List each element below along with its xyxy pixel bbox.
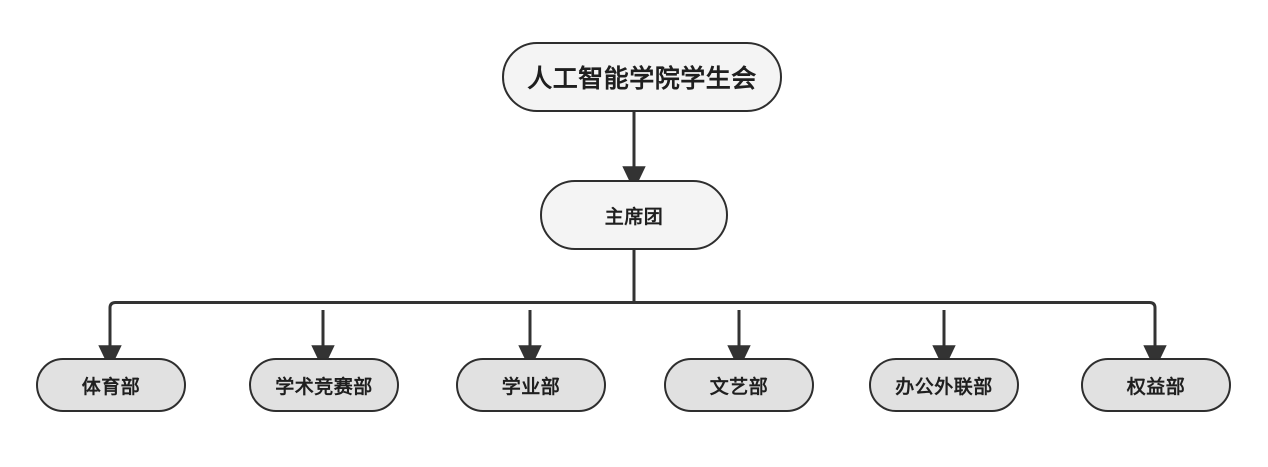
node-department-sports[interactable]: 体育部: [36, 358, 186, 412]
node-department-rights[interactable]: 权益部: [1081, 358, 1231, 412]
node-root-student-union[interactable]: 人工智能学院学生会: [502, 42, 782, 112]
node-department-arts[interactable]: 文艺部: [664, 358, 814, 412]
connector-horizontal-bus: [108, 301, 1157, 316]
node-department-office-liaison[interactable]: 办公外联部: [869, 358, 1019, 412]
node-department-academic-competition[interactable]: 学术竞赛部: [249, 358, 399, 412]
node-presidium[interactable]: 主席团: [540, 180, 728, 250]
node-department-studies[interactable]: 学业部: [456, 358, 606, 412]
